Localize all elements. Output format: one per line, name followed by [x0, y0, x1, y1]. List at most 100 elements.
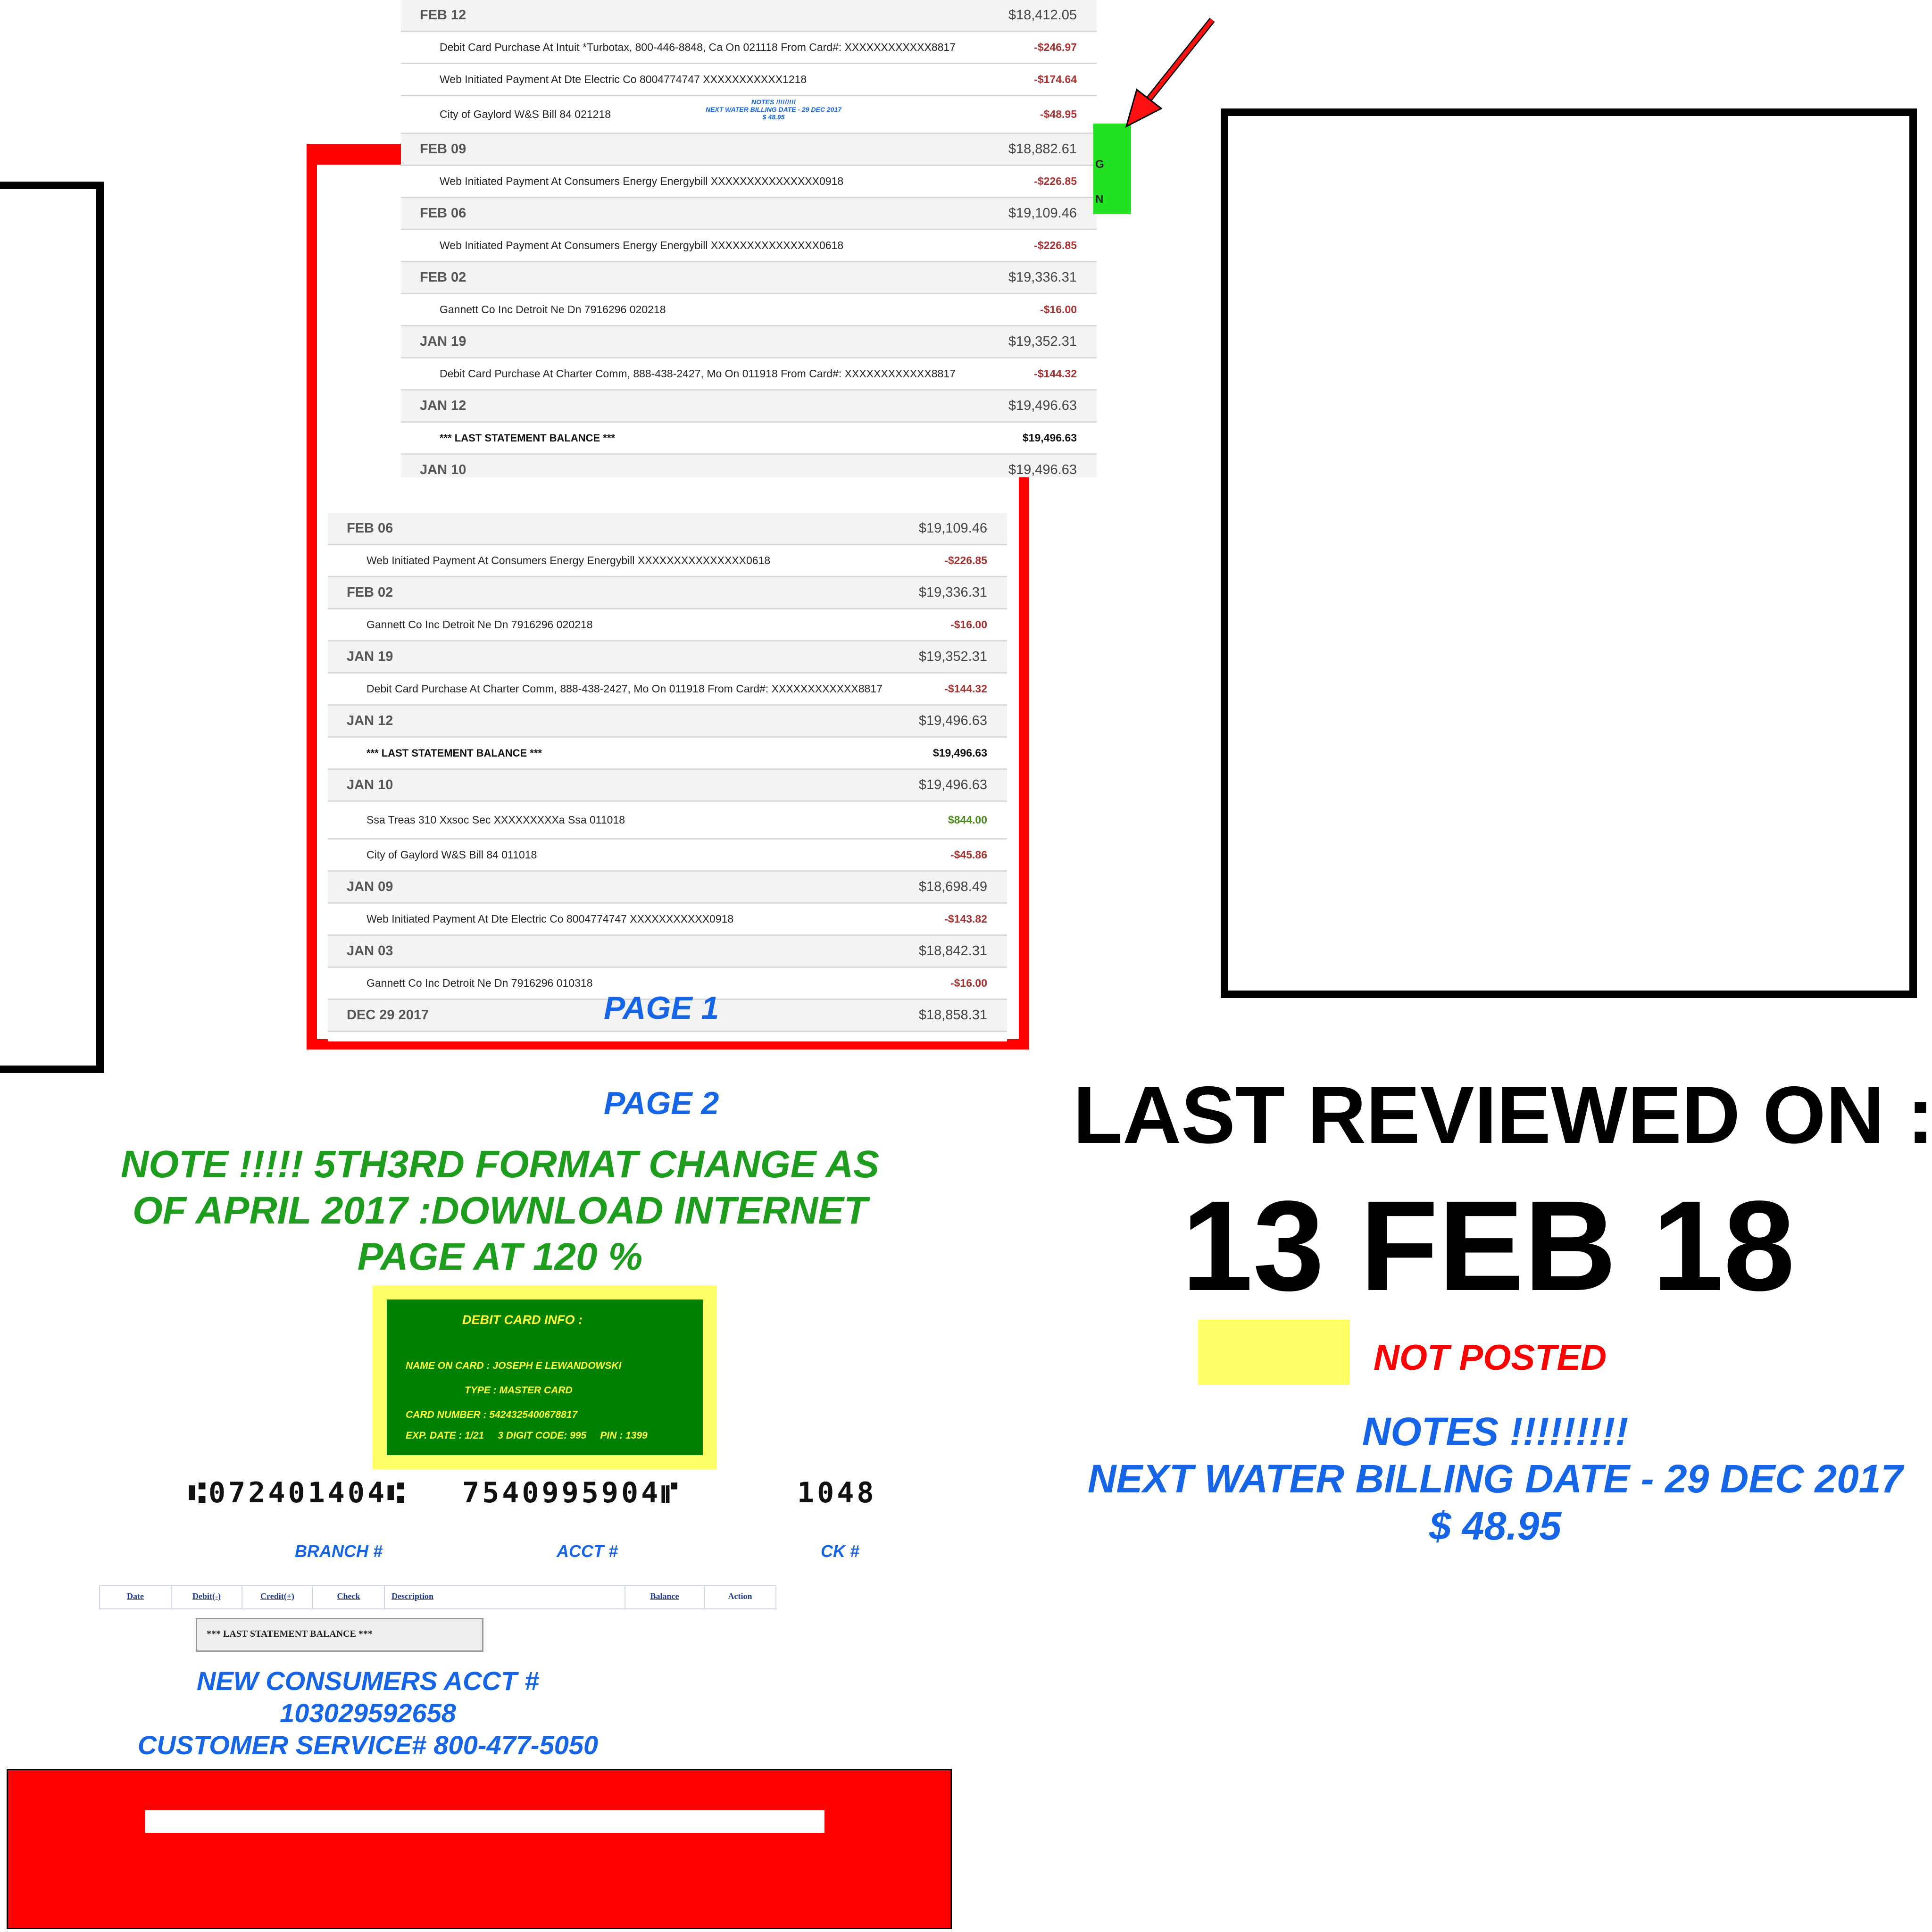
- debit-card-number: CARD NUMBER : 5424325400678817: [406, 1409, 578, 1420]
- col-credit[interactable]: Credit(+): [260, 1591, 294, 1601]
- inline-water-note: NOTES !!!!!!!!!NEXT WATER BILLING DATE -…: [679, 98, 868, 121]
- debit-card-exp: EXP. DATE : 1/21 3 DIGIT CODE: 995 PIN :…: [406, 1430, 648, 1441]
- date-row: JAN 03$18,842.31: [328, 936, 1007, 968]
- transaction-description: Debit Card Purchase At Intuit *Turbotax,…: [440, 41, 956, 53]
- last-reviewed-heading: LAST REVIEWED ON :: [1073, 1070, 1932, 1160]
- transaction-row: Web Initiated Payment At Dte Electric Co…: [401, 64, 1097, 96]
- date-label: JAN 10: [420, 462, 466, 477]
- acct-label: ACCT #: [557, 1541, 618, 1561]
- col-description[interactable]: Description: [391, 1591, 433, 1601]
- branch-label: BRANCH #: [295, 1541, 383, 1561]
- transaction-amount: -$16.00: [1040, 303, 1077, 316]
- date-row: FEB 02$19,336.31: [401, 262, 1097, 294]
- transaction-row: *** LAST STATEMENT BALANCE *** $19,496.63: [401, 423, 1097, 455]
- date-row: FEB 09$18,882.61: [401, 134, 1097, 166]
- date-row: FEB 06$19,109.46: [401, 198, 1097, 230]
- transaction-amount: -$45.86: [950, 849, 987, 861]
- col-debit[interactable]: Debit(-): [192, 1591, 221, 1601]
- transaction-row: *** LAST STATEMENT BALANCE ***$19,496.63: [328, 738, 1007, 770]
- date-label: JAN 12: [420, 398, 466, 413]
- transaction-row: Gannett Co Inc Detroit Ne Dn 7916296 020…: [328, 609, 1007, 641]
- date-label: FEB 02: [420, 270, 466, 285]
- consumers-line1: NEW CONSUMERS ACCT #: [197, 1666, 539, 1696]
- transaction-amount: -$144.32: [944, 683, 987, 695]
- inline-note-line: $ 48.95: [762, 113, 785, 121]
- transaction-row: Web Initiated Payment At Consumers Energ…: [401, 166, 1097, 198]
- transaction-amount: -$143.82: [944, 913, 987, 925]
- transaction-row: Web Initiated Payment At Consumers Energ…: [328, 545, 1007, 577]
- last-statement-balance-button[interactable]: *** LAST STATEMENT BALANCE ***: [196, 1618, 483, 1652]
- transaction-description: Gannett Co Inc Detroit Ne Dn 7916296 020…: [440, 303, 666, 316]
- date-label: JAN 19: [347, 649, 393, 664]
- red-arrow-icon: [1125, 17, 1215, 128]
- page2-label: PAGE 2: [604, 1085, 719, 1121]
- transaction-row: Debit Card Purchase At Charter Comm, 888…: [401, 358, 1097, 391]
- date-row: DEC 29 2017$18,858.31: [328, 1000, 1007, 1032]
- transaction-amount: -$16.00: [950, 618, 987, 631]
- running-balance: $19,496.63: [918, 713, 987, 728]
- green-tab: G N: [1093, 124, 1131, 214]
- transaction-amount: -$226.85: [944, 554, 987, 566]
- col-balance[interactable]: Balance: [650, 1591, 679, 1601]
- date-row: JAN 09$18,698.49: [328, 872, 1007, 904]
- consumers-line2: 103029592658: [280, 1698, 456, 1728]
- date-row: JAN 10$19,496.63: [328, 770, 1007, 802]
- running-balance: $18,882.61: [1008, 142, 1077, 157]
- notes-line2: NEXT WATER BILLING DATE - 29 DEC 2017: [1087, 1457, 1903, 1501]
- last-reviewed-date: 13 FEB 18: [1182, 1174, 1795, 1317]
- transaction-description: Web Initiated Payment At Consumers Energ…: [366, 554, 771, 566]
- inline-note-line: NEXT WATER BILLING DATE - 29 DEC 2017: [705, 106, 842, 113]
- running-balance: $19,352.31: [1008, 334, 1077, 349]
- transaction-amount: -$174.64: [1034, 73, 1077, 85]
- date-row: FEB 02$19,336.31: [328, 577, 1007, 609]
- ck-label: CK #: [821, 1541, 860, 1561]
- date-row: JAN 19 $19,352.31: [328, 641, 1007, 674]
- date-row: JAN 10 $19,496.63: [401, 455, 1097, 477]
- micr-check: 1048: [797, 1476, 877, 1509]
- left-placeholder-frame: [0, 182, 104, 1073]
- red-bracket-tab: [307, 144, 401, 165]
- red-redaction-block: [7, 1769, 952, 1929]
- transaction-amount: -$246.97: [1034, 41, 1077, 53]
- transaction-row: Debit Card Purchase At Intuit *Turbotax,…: [401, 32, 1097, 64]
- transaction-description: Gannett Co Inc Detroit Ne Dn 7916296 020…: [366, 618, 593, 631]
- running-balance: $18,698.49: [918, 879, 987, 894]
- date-row: JAN 19$19,352.31: [401, 326, 1097, 358]
- transaction-row: Ssa Treas 310 Xxsoc Sec XXXXXXXXXa Ssa 0…: [328, 802, 1007, 840]
- transaction-amount: -$16.00: [950, 977, 987, 989]
- running-balance: $19,352.31: [918, 649, 987, 664]
- water-billing-notes: NOTES !!!!!!!!! NEXT WATER BILLING DATE …: [1057, 1408, 1932, 1549]
- date-row: JAN 12 $19,496.63: [401, 391, 1097, 423]
- transaction-description: *** LAST STATEMENT BALANCE ***: [440, 432, 615, 444]
- date-label: FEB 02: [347, 585, 393, 600]
- transaction-amount: $19,496.63: [1022, 432, 1077, 444]
- transaction-row: Web Initiated Payment At Dte Electric Co…: [328, 904, 1007, 936]
- not-posted-swatch: [1198, 1320, 1350, 1385]
- not-posted-label: NOT POSTED: [1374, 1338, 1607, 1378]
- transaction-row: City of Gaylord W&S Bill 84 021218-$48.9…: [401, 96, 1097, 134]
- transaction-row: Gannett Co Inc Detroit Ne Dn 7916296 010…: [328, 968, 1007, 1000]
- consumers-line3: CUSTOMER SERVICE# 800-477-5050: [137, 1730, 599, 1760]
- date-label: JAN 10: [347, 777, 393, 792]
- page1-label: PAGE 1: [604, 990, 719, 1026]
- date-label: FEB 06: [420, 206, 466, 221]
- col-check[interactable]: Check: [337, 1591, 360, 1601]
- running-balance: $19,109.46: [918, 521, 987, 536]
- transaction-amount: -$48.95: [1040, 108, 1077, 120]
- transaction-row: City of Gaylord W&S Bill 84 011018 -$45.8…: [328, 840, 1007, 872]
- transaction-description: City of Gaylord W&S Bill 84 011018: [366, 849, 537, 861]
- notes-line1: NOTES !!!!!!!!!: [1362, 1409, 1629, 1454]
- transaction-description: Web Initiated Payment At Dte Electric Co…: [440, 73, 807, 85]
- transaction-row: Debit Card Purchase At Charter Comm, 888…: [328, 674, 1007, 706]
- transaction-amount: $844.00: [948, 814, 987, 826]
- consumers-account-note: NEW CONSUMERS ACCT # 103029592658 CUSTOM…: [94, 1665, 641, 1761]
- running-balance: $19,496.63: [1008, 462, 1077, 477]
- micr-account: 7540995904⑈: [462, 1476, 681, 1509]
- right-placeholder-frame: [1221, 108, 1917, 998]
- col-date[interactable]: Date: [127, 1591, 144, 1601]
- debit-card-panel: DEBIT CARD INFO : NAME ON CARD : JOSEPH …: [373, 1285, 717, 1469]
- micr-routing: ⑆072401404⑆: [189, 1476, 408, 1509]
- date-row: FEB 06$19,109.46: [328, 513, 1007, 545]
- running-balance: $19,496.63: [1008, 398, 1077, 413]
